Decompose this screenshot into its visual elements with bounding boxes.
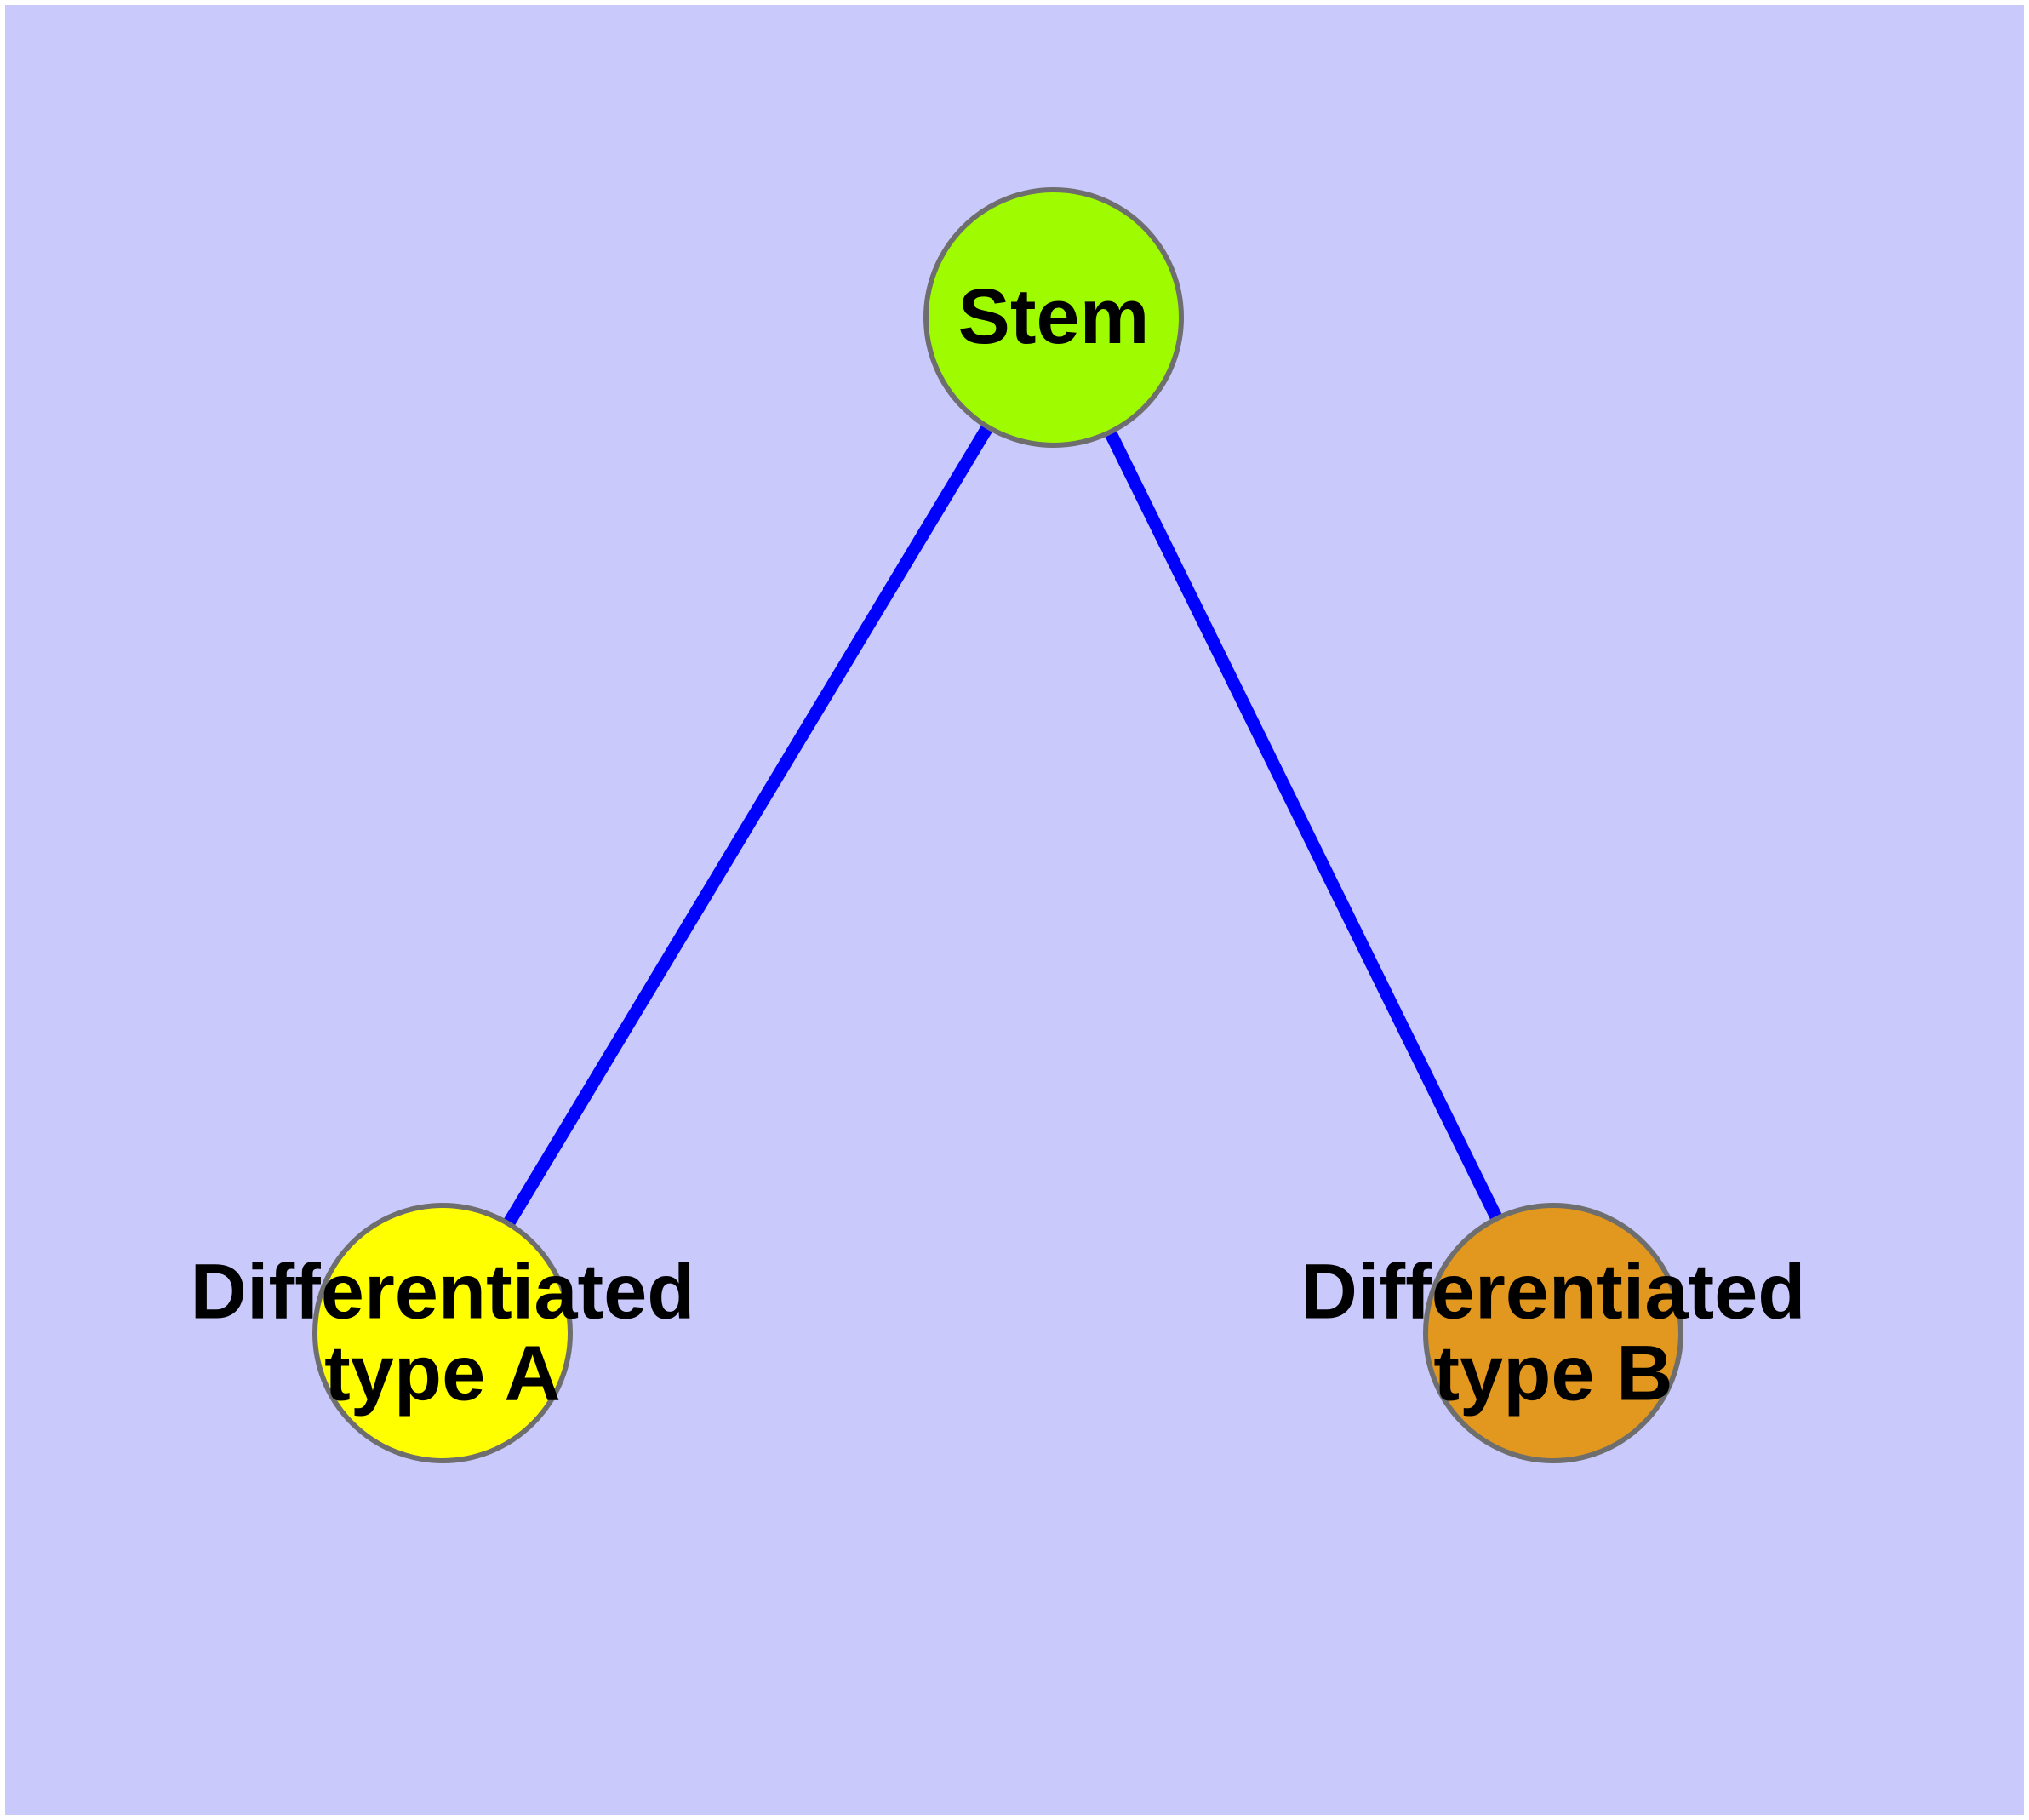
graph-node-diff-a[interactable]: [312, 1203, 573, 1463]
nodes-group: [312, 187, 1683, 1463]
graph-node-stem[interactable]: [923, 187, 1184, 448]
graph-node-diff-b[interactable]: [1423, 1203, 1683, 1463]
graph-edge-stem-to-diff-b[interactable]: [1105, 431, 1502, 1220]
graph-edge-stem-to-diff-a[interactable]: [503, 425, 993, 1226]
edges-group: [503, 425, 1502, 1226]
